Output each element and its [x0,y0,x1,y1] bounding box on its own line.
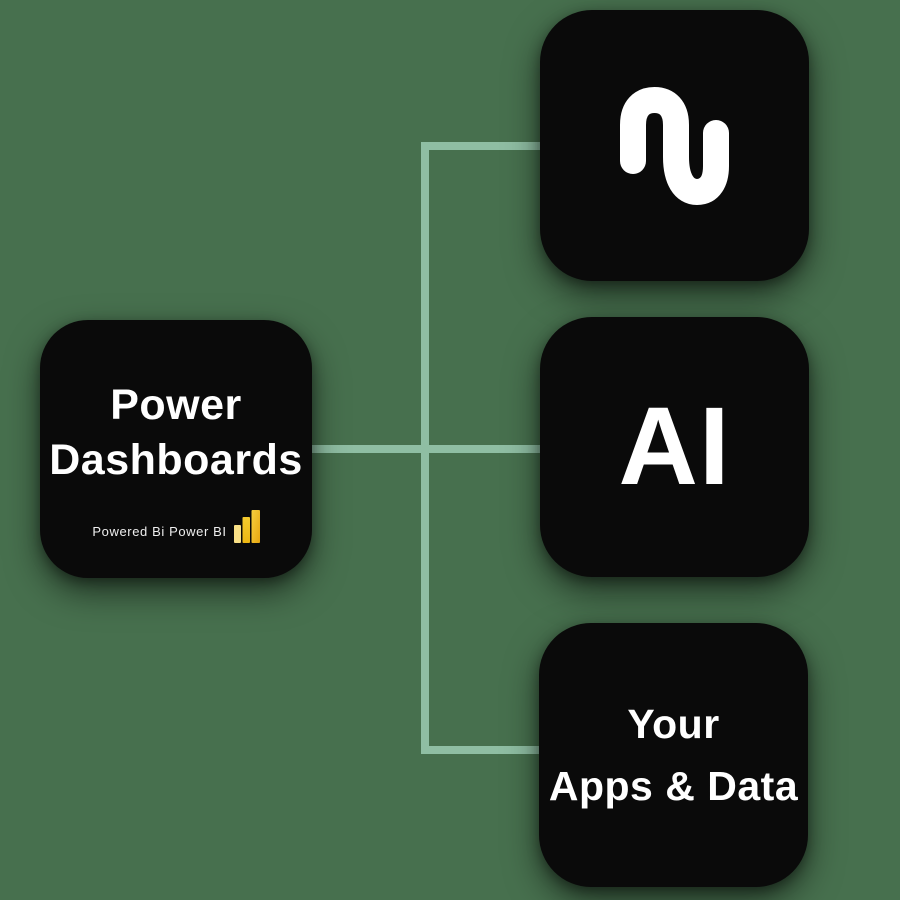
power-dashboards-title-line2: Dashboards [49,435,303,484]
connector-to-top-node [421,142,545,150]
node-your-apps-data: Your Apps & Data [539,623,808,887]
node-ai: AI [540,317,809,577]
your-apps-data-title-line1: Your [627,701,720,747]
connector-to-bottom-node [421,746,545,754]
ai-label: AI [618,385,731,508]
power-bi-icon [233,509,260,543]
powered-by-row: Powered Bi Power BI [92,509,260,543]
your-apps-data-title: Your Apps & Data [549,693,798,817]
power-dashboards-title-line1: Power [110,380,242,429]
nu-logo-icon [619,86,729,205]
node-power-dashboards: Power Dashboards Powered Bi Power BI [40,320,312,578]
powered-by-label: Powered Bi Power BI [92,523,227,539]
node-nu-logo [540,10,809,281]
connector-left-to-middle-node [312,445,545,453]
power-dashboards-title: Power Dashboards [49,378,303,488]
your-apps-data-title-line2: Apps & Data [548,763,799,809]
